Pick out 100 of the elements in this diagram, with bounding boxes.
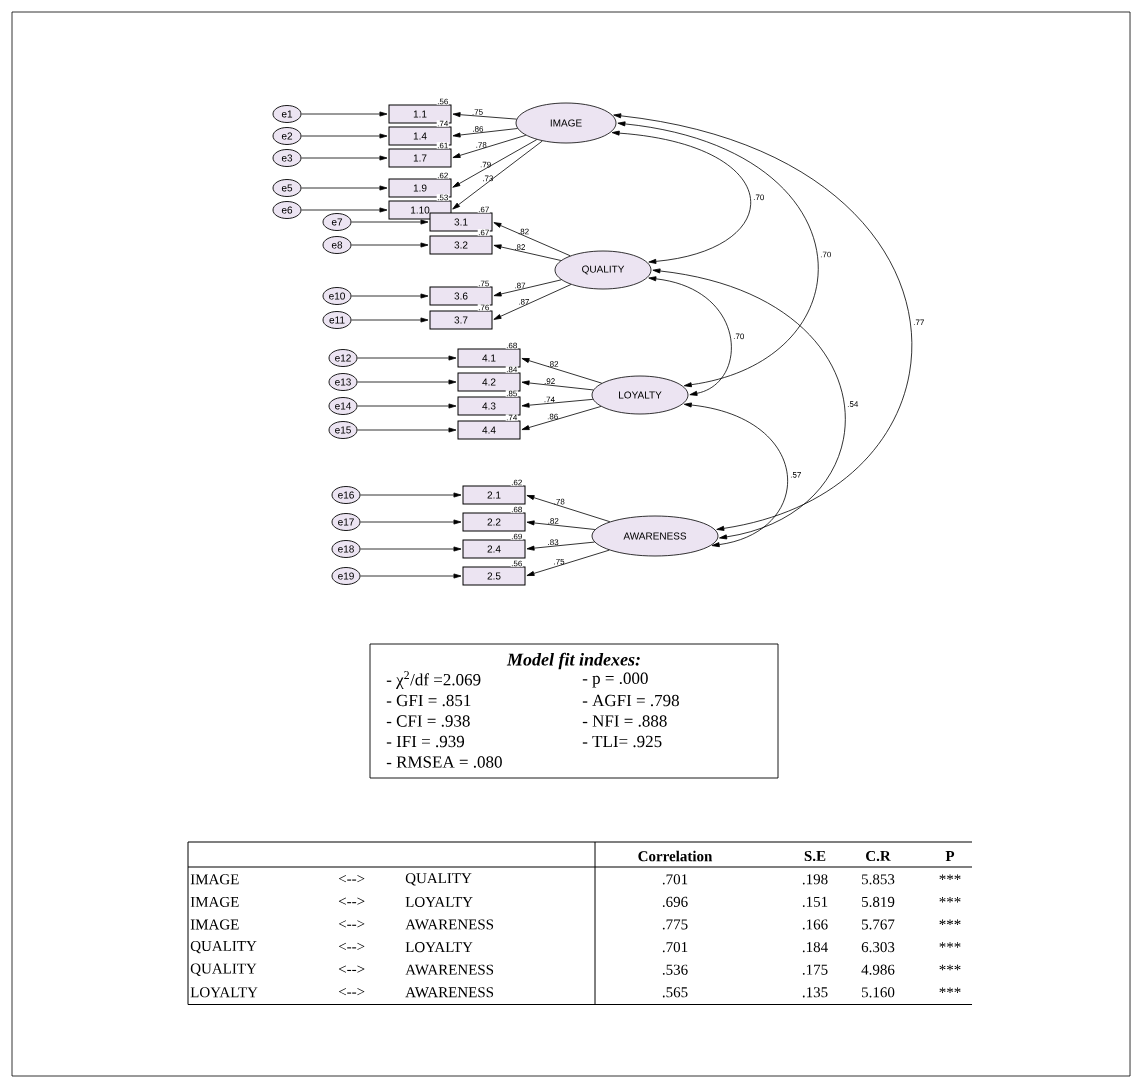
indicator-box: 2.5 xyxy=(462,566,526,586)
table-cell: LOYALTY xyxy=(405,942,473,953)
table-cell: *** xyxy=(939,919,961,926)
indicator-box: 2.1 xyxy=(462,485,526,505)
arrow xyxy=(301,207,388,213)
table-cell: 5.853 xyxy=(862,874,895,885)
table-cell: .175 xyxy=(802,964,828,975)
covariance-arrow xyxy=(613,113,911,531)
beside-label: .76 xyxy=(477,304,490,311)
table-cell: 4.986 xyxy=(861,964,895,975)
edge-label: .82 xyxy=(548,518,559,524)
header-cell: S.E xyxy=(804,850,826,862)
arrow xyxy=(452,140,543,210)
beside-label: .68 xyxy=(505,342,518,349)
beside-label: .74 xyxy=(505,414,518,421)
table-cell: .135 xyxy=(802,987,828,998)
table-cell: <--> xyxy=(338,920,365,928)
arrow xyxy=(360,519,462,525)
arrow xyxy=(301,133,388,139)
edge-label: .79 xyxy=(480,161,491,168)
arrow xyxy=(493,279,562,297)
arrow xyxy=(357,379,457,385)
arrow xyxy=(301,111,388,117)
table-cell: *** xyxy=(939,897,961,903)
indicator-box: 1.7 xyxy=(388,148,452,168)
beside-label: .74 xyxy=(436,120,449,127)
arrow xyxy=(521,380,594,391)
arrow xyxy=(452,139,538,188)
arrow xyxy=(357,427,457,433)
indicator-box: 3.2 xyxy=(429,235,493,255)
table-cell: <--> xyxy=(338,988,365,996)
covariance-arrow xyxy=(611,130,751,264)
indicator-box: 3.7 xyxy=(429,310,493,330)
edge-label: .54 xyxy=(846,400,860,408)
table-cell: .151 xyxy=(802,896,828,907)
edge-label: .82 xyxy=(515,244,525,250)
table-cell: *** xyxy=(939,942,961,948)
edge-label: .70 xyxy=(752,193,766,202)
arrow xyxy=(357,403,457,409)
table-cell: IMAGE xyxy=(190,896,239,907)
arrow xyxy=(526,549,610,576)
beside-label: .62 xyxy=(436,172,449,179)
edge-label: .75 xyxy=(554,558,565,565)
arrow xyxy=(351,317,429,323)
table-cell: 6.303 xyxy=(861,942,895,953)
edge-label: .83 xyxy=(548,539,559,546)
edge-label: .92 xyxy=(544,378,555,384)
beside-label: .67 xyxy=(477,229,490,236)
beside-label: .84 xyxy=(505,366,518,373)
table-cell: <--> xyxy=(338,942,365,951)
header-cell: P xyxy=(945,851,955,861)
arrow xyxy=(526,541,595,551)
arrow xyxy=(301,185,388,191)
beside-label: .75 xyxy=(477,280,490,287)
indicator-box: 2.2 xyxy=(462,512,526,532)
fit-index-box: Model fit indexes: - χ$^{2}$/df =2.069 - p = .000 - GFI = .851 - AGFI = .798 - CFI = .938 - NFI = .888 - IFI = .939 - TLI= .925 - RMSEA = .080 xyxy=(369,643,779,779)
arrow xyxy=(526,495,611,523)
edge-label: .86 xyxy=(547,413,558,420)
arrow xyxy=(452,112,517,120)
beside-label: .69 xyxy=(510,533,523,540)
arrow xyxy=(360,492,462,498)
arrow xyxy=(493,222,571,257)
table-cell: *** xyxy=(939,987,961,993)
header-cell: C.R xyxy=(866,850,891,862)
arrow xyxy=(521,358,603,384)
table-cell: .565 xyxy=(662,987,688,998)
edge-label: .57 xyxy=(789,471,803,479)
beside-label: .53 xyxy=(436,194,449,201)
indicator-box: 2.4 xyxy=(462,539,526,559)
edge-label: .78 xyxy=(554,498,565,505)
table-cell: <--> xyxy=(338,965,365,973)
edge-label: .86 xyxy=(473,126,484,132)
table-cell: IMAGE xyxy=(190,919,239,930)
table-cell: LOYALTY xyxy=(405,896,473,907)
edge-label: .74 xyxy=(544,396,555,403)
table-cell: AWARENESS xyxy=(405,964,494,975)
arrow xyxy=(521,406,602,430)
table-cell: QUALITY xyxy=(190,940,257,954)
beside-label: .62 xyxy=(510,479,523,486)
edge-label: .75 xyxy=(472,109,483,115)
arrow xyxy=(521,398,594,408)
table-cell: <--> xyxy=(338,875,365,883)
edge-label: .77 xyxy=(912,318,926,327)
covariance-arrow xyxy=(652,268,845,540)
covariance-arrow xyxy=(683,402,788,548)
table-cell: 5.819 xyxy=(862,896,895,907)
table-cell: <--> xyxy=(338,897,365,905)
table-cell: .701 xyxy=(662,874,688,885)
arrow xyxy=(351,242,429,248)
table-cell: .701 xyxy=(662,942,688,953)
table-cell: AWARENESS xyxy=(405,919,494,930)
arrow xyxy=(360,546,462,552)
header-cell: Correlation xyxy=(638,850,713,862)
arrow xyxy=(493,284,572,320)
table-cell: 5.160 xyxy=(862,987,895,998)
beside-label: .56 xyxy=(510,560,523,567)
table-cell: QUALITY xyxy=(190,963,257,976)
covariance-arrow xyxy=(617,121,818,388)
table-cell: IMAGE xyxy=(190,874,239,885)
table-cell: *** xyxy=(939,874,961,880)
